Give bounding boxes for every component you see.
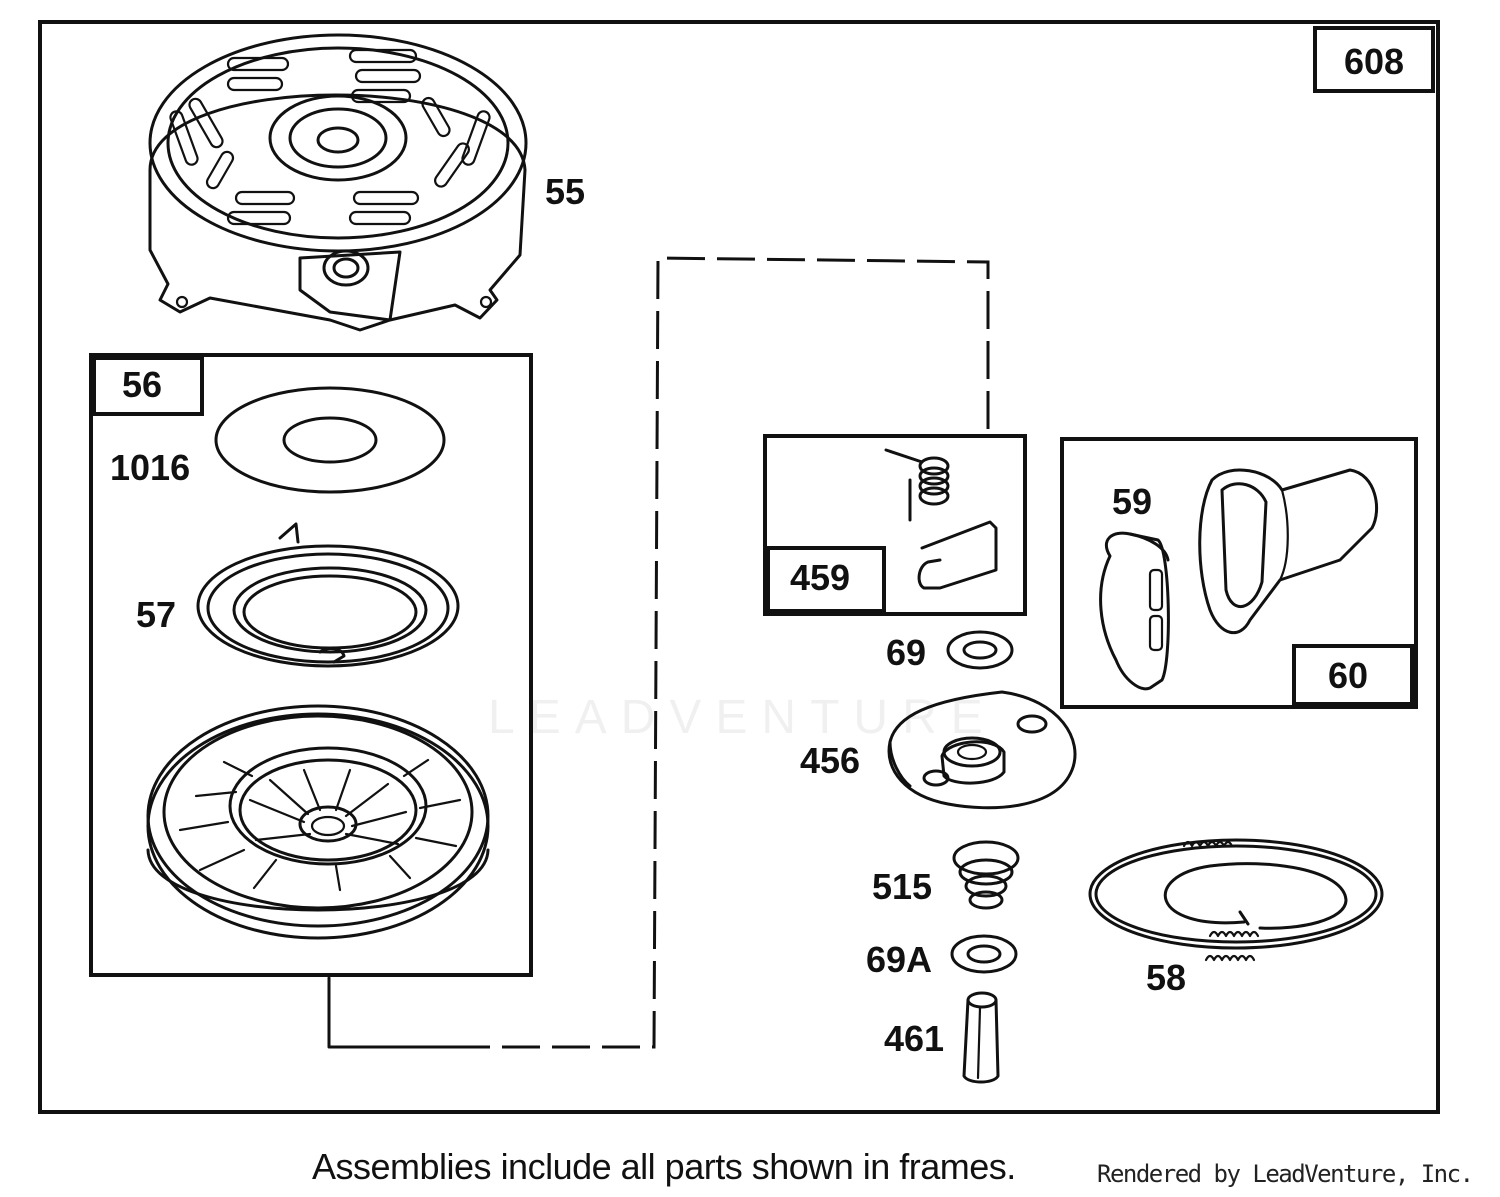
label-55[interactable]: 55 [545, 171, 585, 212]
washer-69a-drawing [950, 934, 1018, 974]
footer-caption: Assemblies include all parts shown in fr… [312, 1146, 1016, 1187]
spring-515-drawing [952, 840, 1020, 910]
main-frame [38, 20, 1440, 1114]
label-461[interactable]: 461 [884, 1018, 944, 1059]
label-459[interactable]: 459 [790, 557, 850, 598]
label-60[interactable]: 60 [1328, 655, 1368, 696]
frame-459 [763, 434, 1027, 616]
rewind-spring-drawing [196, 522, 460, 668]
pin-461-drawing [962, 991, 1000, 1084]
label-58[interactable]: 58 [1146, 957, 1186, 998]
footer-credit: Rendered by LeadVenture, Inc. [1097, 1160, 1474, 1188]
washer-1016-drawing [214, 386, 446, 494]
label-69[interactable]: 69 [886, 632, 926, 673]
label-456[interactable]: 456 [800, 740, 860, 781]
frame-60-tag [1292, 644, 1414, 706]
label-59[interactable]: 59 [1112, 481, 1152, 522]
pawl-spring-drawing [884, 448, 998, 590]
label-69a[interactable]: 69A [866, 939, 932, 980]
watermark: LEADVENTURE [488, 691, 997, 744]
starter-rope-drawing [1088, 838, 1384, 962]
frame-56 [89, 353, 533, 977]
retainer-456-drawing [887, 690, 1077, 810]
label-56[interactable]: 56 [122, 364, 162, 405]
label-57[interactable]: 57 [136, 594, 176, 635]
starter-pulley-drawing [146, 704, 490, 940]
handle-insert-drawing [1099, 531, 1170, 691]
frame-60 [1060, 437, 1418, 709]
connector-dashed-left [452, 256, 990, 1049]
label-1016[interactable]: 1016 [110, 447, 190, 488]
label-515[interactable]: 515 [872, 866, 932, 907]
main-frame-tag [1313, 26, 1435, 93]
starter-handle-drawing [1198, 468, 1379, 635]
washer-69-drawing [946, 630, 1014, 670]
label-608[interactable]: 608 [1344, 41, 1404, 82]
blower-housing-drawing [148, 33, 528, 332]
frame-459-tag [766, 546, 886, 613]
connector-frame56-solid [327, 976, 454, 1049]
frame-56-tag [92, 356, 204, 416]
